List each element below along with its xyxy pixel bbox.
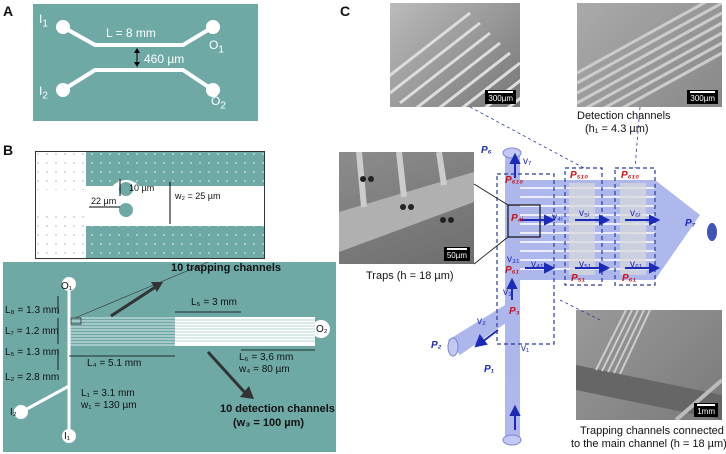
p61-label: P₆₁: [505, 265, 520, 276]
sem-traps-image: 50µm: [339, 152, 474, 264]
trapping-channels-label: 10 trapping channels: [171, 262, 282, 274]
panel-a-letter: A: [3, 3, 14, 19]
chip-i1-label: I₁: [64, 431, 71, 442]
panel-b-chip-diagram: [14, 262, 330, 443]
l5-label: L₅ = 1.3 mm: [5, 347, 60, 358]
sem-top-left-scalebar: 300µm: [485, 90, 516, 104]
sem-traps-structure: [339, 152, 474, 252]
v41-label: v₄₁: [531, 259, 544, 270]
width-label: 460 µm: [144, 52, 185, 66]
v4i-label: v₄ᵢ: [552, 212, 563, 223]
panel-b-inset: 10 µm 22 µm w₂ = 25 µm: [35, 151, 265, 259]
panel-c-letter: C: [340, 3, 351, 19]
bottom-caption-1: Trapping channels connected: [580, 425, 724, 437]
l3-label: L₅ = 3 mm: [191, 297, 237, 308]
sem-top-right-image: 300µm: [577, 3, 722, 107]
p610-label: P₆₁₀: [505, 175, 524, 186]
traps-caption: Traps (h = 18 µm): [366, 270, 454, 282]
v1-label: v₁: [521, 343, 530, 354]
p51-label: P₅₁: [571, 273, 586, 284]
sem-top-right-scalebar: 300µm: [687, 90, 718, 104]
inlet-1-label: I1: [39, 12, 48, 30]
v3-label: v₃: [503, 287, 513, 298]
panel-a: I1 I2 O1 O2 L = 8 mm 460 µm: [33, 4, 258, 121]
inset-10um-label: 10 µm: [129, 183, 155, 193]
v2-label: v₂: [477, 316, 486, 327]
w4-label: w₄ = 80 µm: [239, 364, 290, 375]
sem-top-right-channels: [577, 3, 722, 107]
v31-label: v₃₁: [507, 254, 520, 265]
panel-a-chip-diagram: [56, 20, 220, 97]
chip-i2-label: I₂: [10, 407, 17, 418]
outlet-2-label: O2: [211, 94, 226, 112]
p1-label: P₁: [484, 364, 495, 375]
detection-channels-label: 10 detection channels: [220, 403, 335, 415]
panel-b-chip: O₁ O₂ I₁ I₂ L₈ = 1.3 mm L₇ = 1.2 mm L₅ =…: [3, 262, 336, 452]
panel-b-letter: B: [3, 142, 14, 158]
l7-label: L₇ = 1.2 mm: [5, 326, 59, 337]
sem-bottom-channels: [576, 310, 722, 420]
inset-22um-label: 22 µm: [91, 196, 117, 206]
l8-label: L₈ = 1.3 mm: [5, 305, 60, 316]
detection-channels-width-label: (w₃ = 100 µm): [233, 417, 305, 429]
l6-label: L₆ = 3,6 mm: [239, 352, 294, 363]
p61b-label: P₆₁: [622, 273, 637, 284]
p2-label: P₂: [431, 340, 442, 351]
v7-label: v₇: [523, 156, 532, 167]
p510-label: P₅₁₀: [570, 170, 589, 181]
v61-label: v₆₁: [630, 259, 643, 270]
p7-label: P₇: [685, 218, 696, 229]
sem-top-left-channels: [390, 11, 520, 107]
length-label: L = 8 mm: [106, 26, 156, 40]
p3-label: P₃: [509, 306, 520, 317]
v6i-label: v₆ᵢ: [630, 208, 641, 219]
p610b-label: P₆₁₀: [621, 170, 640, 181]
chip-o1-label: O₁: [61, 281, 73, 292]
l4-label: L₄ = 5.1 mm: [87, 358, 142, 369]
trap-geometry-diagram: [36, 152, 264, 258]
chip-o2-label: O₂: [316, 324, 328, 335]
w1-label: w₁ = 130 µm: [81, 400, 137, 411]
detection-caption: Detection channels: [577, 110, 671, 122]
p6-label: P₆: [481, 145, 492, 156]
p4i-label: P₄ᵢ: [511, 213, 524, 224]
outlet-1-label: O1: [209, 38, 224, 56]
inset-w2-label: w₂ = 25 µm: [175, 191, 221, 201]
sem-top-left-image: 300µm: [390, 3, 520, 107]
sem-traps-scalebar: 50µm: [443, 247, 470, 261]
l1-label: L₁ = 3.1 mm: [81, 388, 135, 399]
detection-caption-height: (h₁ = 4.3 µm): [585, 123, 649, 135]
v51-label: v₅₁: [579, 259, 592, 270]
sem-bottom-image: 1mm: [576, 310, 722, 420]
sem-bottom-scalebar: 1mm: [694, 403, 718, 417]
l2-label: L₂ = 2.8 mm: [5, 372, 60, 383]
inlet-2-label: I2: [39, 84, 48, 102]
bottom-caption-2: to the main channel (h = 18 µm): [571, 438, 726, 450]
v5i-label: v₅ᵢ: [579, 208, 590, 219]
